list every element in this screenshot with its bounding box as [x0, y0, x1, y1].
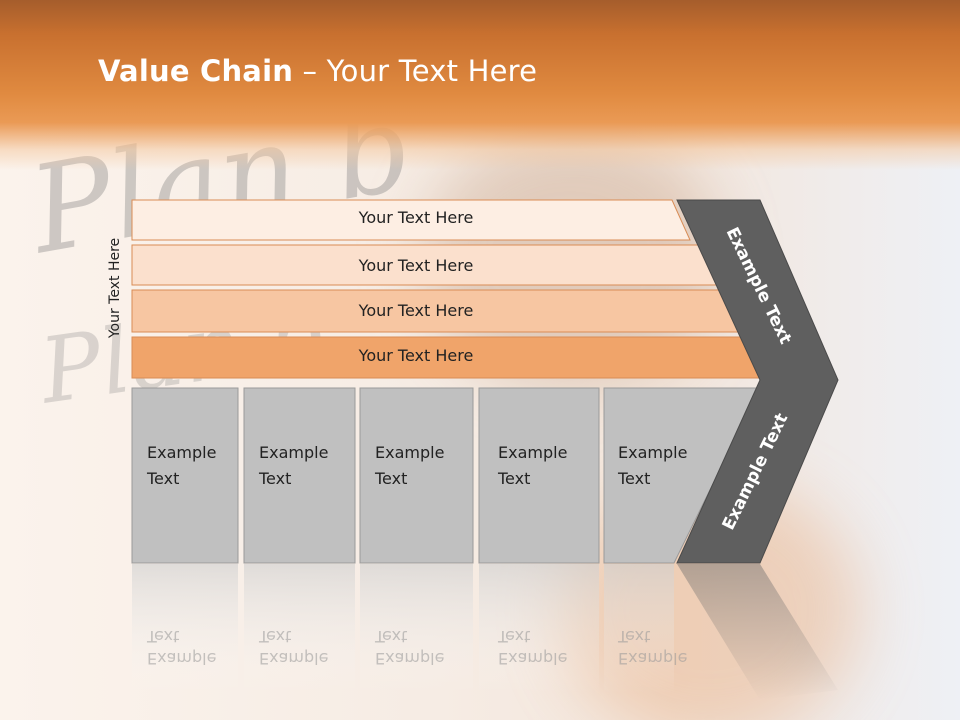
reflection [132, 564, 838, 700]
bar-label-3: Your Text Here [358, 301, 474, 320]
reflection-line: Example [259, 649, 329, 668]
box-label-reflection: Example Text [259, 625, 328, 669]
box-reflection [132, 564, 238, 694]
box-label-reflection: Example Text [375, 625, 444, 669]
reflection-line: Example [618, 649, 688, 668]
box-label-line: Text [618, 469, 651, 488]
bars [131, 199, 764, 379]
reflection-line: Text [618, 627, 651, 646]
box-reflection [244, 564, 355, 694]
box-label-line: Text [147, 469, 180, 488]
reflection-line: Example [147, 649, 217, 668]
chevron-reflection [677, 564, 838, 700]
reflection-line: Text [498, 627, 531, 646]
bar-label-4: Your Text Here [358, 346, 474, 365]
box-2[interactable] [243, 387, 356, 564]
box-label-line: Example [147, 443, 217, 462]
box-label-reflection: Example Text [498, 625, 567, 669]
box-label-reflection: Example Text [618, 625, 687, 669]
reflection-line: Text [259, 627, 292, 646]
chevron-arrow[interactable] [676, 199, 839, 564]
reflection-line: Text [147, 627, 180, 646]
box-label-line: Text [498, 469, 531, 488]
bar-label-2: Your Text Here [358, 256, 474, 275]
title-bold: Value Chain [98, 54, 294, 88]
title-rest: – Your Text Here [293, 54, 538, 88]
box-label-line: Example [259, 443, 329, 462]
bar-1[interactable] [131, 199, 691, 241]
header-band [0, 0, 960, 170]
box-1[interactable] [131, 387, 239, 564]
box-reflection [360, 564, 473, 694]
box-4[interactable] [478, 387, 600, 564]
box-label-line: Text [375, 469, 408, 488]
reflection-line: Text [375, 627, 408, 646]
box-3[interactable] [359, 387, 474, 564]
box-reflection [479, 564, 599, 694]
box-label-line: Example [375, 443, 445, 462]
box-label-line: Text [259, 469, 292, 488]
box-label-reflection: Example Text [147, 625, 216, 669]
reflection-line: Example [375, 649, 445, 668]
box-5[interactable] [603, 387, 761, 564]
reflection-line: Example [498, 649, 568, 668]
box-reflection [604, 564, 674, 694]
box-label-line: Example [618, 443, 688, 462]
boxes [131, 387, 761, 564]
box-label-line: Example [498, 443, 568, 462]
bar-label-1: Your Text Here [358, 208, 474, 227]
slide-title[interactable]: Value Chain – Your Text Here [98, 54, 537, 88]
